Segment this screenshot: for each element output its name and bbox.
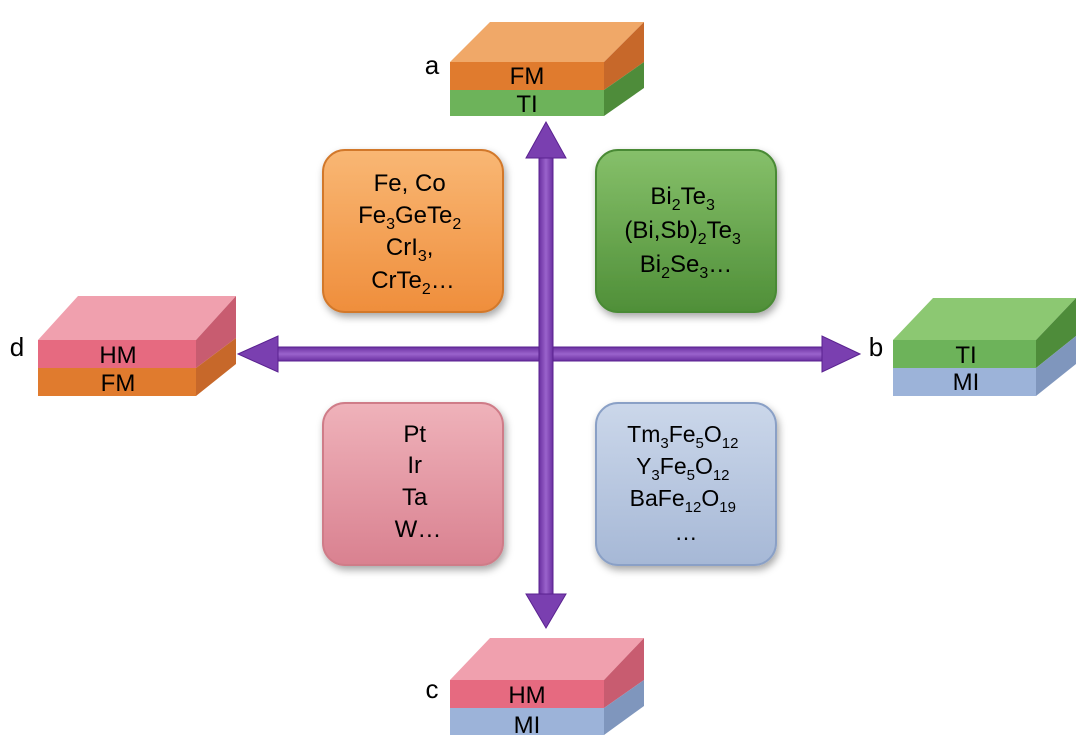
box-fm-text: Fe, Co Fe3GeTe2 CrI3, CrTe2… xyxy=(358,170,468,298)
box-hm-materials: Pt Ir Ta W… xyxy=(322,402,504,566)
box-ti-materials: Bi2Te3 (Bi,Sb)2Te3 Bi2Se3… xyxy=(595,149,777,313)
slab-a: FM TI a xyxy=(425,22,644,118)
slab-d-top-layer xyxy=(38,340,196,368)
slab-b-top-layer xyxy=(893,340,1036,368)
slab-c: HM MI c xyxy=(426,638,644,735)
slab-c-bottom-layer xyxy=(450,708,604,735)
slab-c-top-label: HM xyxy=(508,682,545,709)
box-fm-materials: Fe, Co Fe3GeTe2 CrI3, CrTe2… xyxy=(322,149,504,313)
box-ti-text: Bi2Te3 (Bi,Sb)2Te3 Bi2Se3… xyxy=(624,183,747,282)
box-mi-materials: Tm3Fe5O12 Y3Fe5O12 BaFe12O19 … xyxy=(595,402,777,566)
slab-c-bottom-label: MI xyxy=(514,712,541,735)
box-mi-text: Tm3Fe5O12 Y3Fe5O12 BaFe12O19 … xyxy=(627,421,745,545)
slab-d-bottom-layer xyxy=(38,368,196,396)
slab-b: TI MI b xyxy=(869,298,1076,396)
box-hm-text: Pt Ir Ta W… xyxy=(395,421,442,543)
slab-a-bottom-label: TI xyxy=(516,91,537,118)
slab-c-top-layer xyxy=(450,680,604,708)
slab-d-letter: d xyxy=(10,332,24,362)
vertical-arrow xyxy=(525,120,567,629)
slab-b-letter: b xyxy=(869,332,883,362)
slab-a-top-label: FM xyxy=(510,63,545,90)
slab-a-letter: a xyxy=(425,50,440,80)
slab-d-bottom-label: FM xyxy=(101,370,136,397)
slab-b-bottom-layer xyxy=(893,368,1036,396)
slab-c-letter: c xyxy=(426,674,439,704)
slab-a-top-layer xyxy=(450,62,604,90)
slab-a-bottom-layer xyxy=(450,90,604,116)
slab-b-bottom-label: MI xyxy=(953,369,980,396)
slab-b-top-label: TI xyxy=(955,342,976,369)
slab-d: HM FM d xyxy=(10,296,236,397)
slab-d-top-label: HM xyxy=(99,342,136,369)
